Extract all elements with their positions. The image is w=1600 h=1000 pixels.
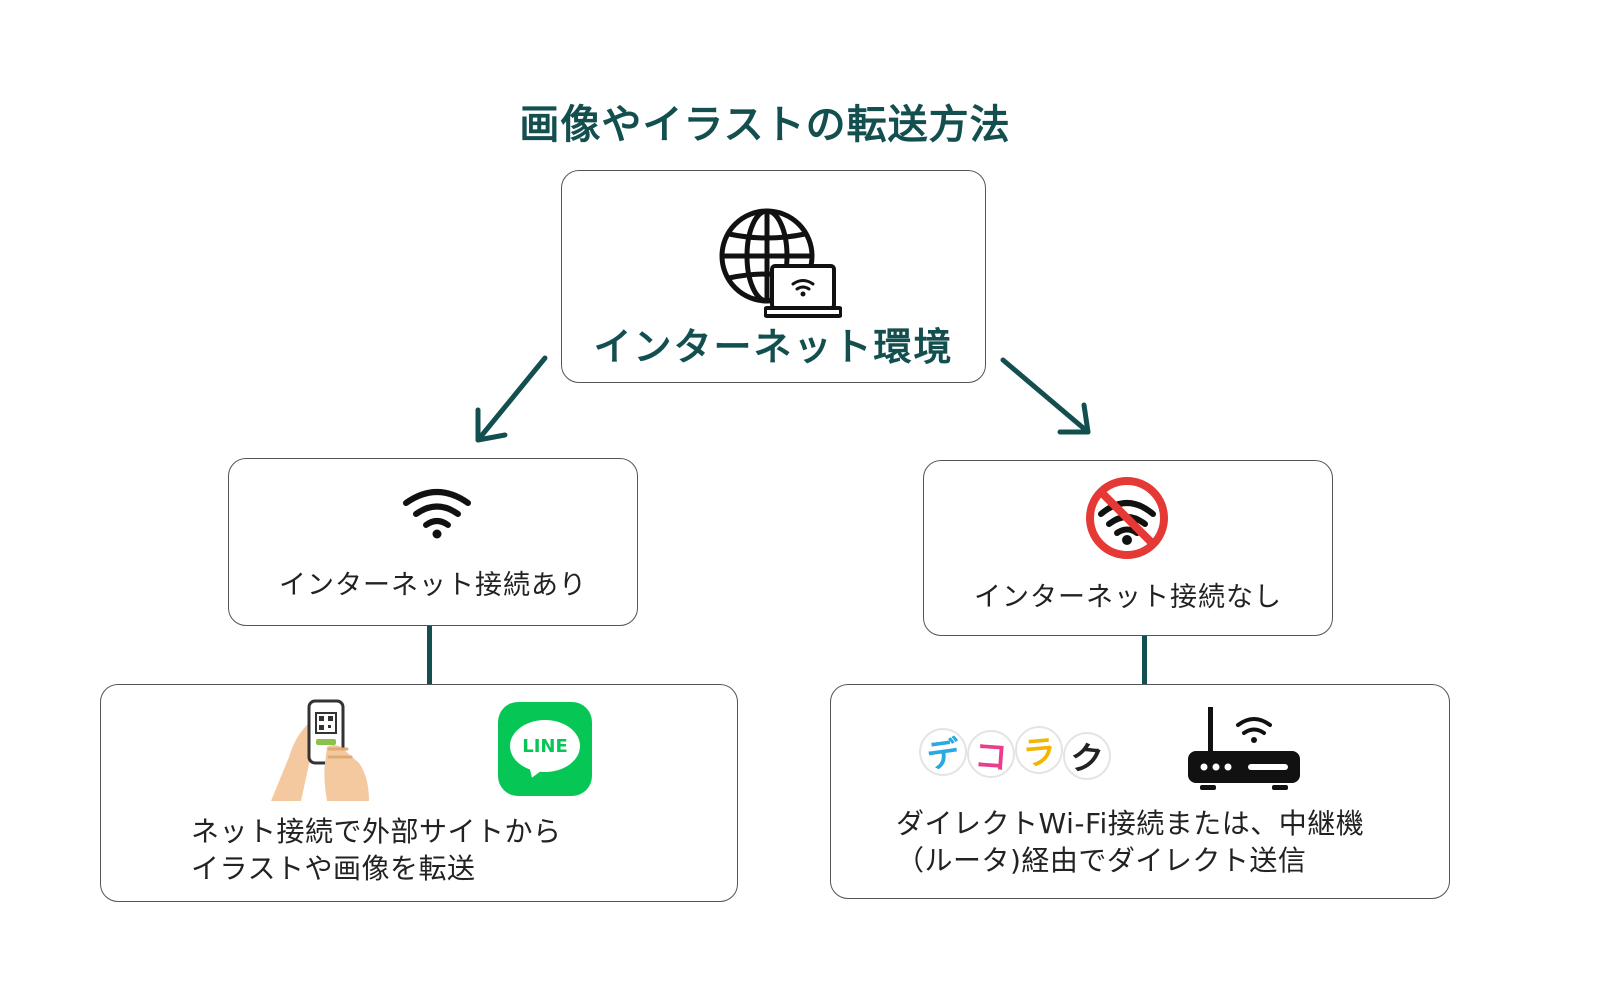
arrow-left (475, 355, 548, 443)
decoraku-char-2: コ (967, 730, 1015, 778)
decoraku-char-3: ラ (1015, 726, 1063, 774)
offline-method-line-2: （ルータ)経由でダイレクト送信 (896, 844, 1307, 877)
online-method-box: LINE ネット接続で外部サイトから イラストや画像を転送 (100, 684, 738, 902)
connector-right (1142, 636, 1147, 684)
online-method-text: ネット接続で外部サイトから イラストや画像を転送 (191, 813, 562, 887)
online-method-line-1: ネット接続で外部サイトから (191, 815, 562, 848)
internet-environment-box: インターネット環境 (561, 170, 986, 383)
online-box: インターネット接続あり (228, 458, 638, 626)
internet-environment-label: インターネット環境 (593, 324, 954, 369)
line-logo: LINE (498, 702, 592, 796)
offline-method-text: ダイレクトWi-Fi接続または、中継機 （ルータ)経由でダイレクト送信 (896, 805, 1364, 879)
no-wifi-icon (1086, 477, 1168, 559)
online-method-line-2: イラストや画像を転送 (191, 852, 476, 885)
offline-method-box: デ コ ラ ク ダイレクトWi-Fi接続または、中継機 （ルータ)経由でダイレク… (830, 684, 1450, 899)
wifi-icon (403, 489, 471, 539)
decoraku-char-4: ク (1062, 731, 1112, 781)
laptop-icon (764, 264, 842, 318)
router-icon (1188, 707, 1300, 790)
decoraku-char-1: デ (918, 727, 968, 777)
line-logo-text: LINE (510, 720, 580, 772)
phone-qr-icon (271, 699, 369, 801)
offline-label: インターネット接続なし (974, 582, 1282, 613)
online-label: インターネット接続あり (279, 570, 587, 601)
offline-box: インターネット接続なし (923, 460, 1333, 636)
arrow-right (1000, 357, 1091, 435)
connector-left (427, 626, 432, 684)
page-title: 画像やイラストの転送方法 (519, 101, 1011, 148)
offline-method-line-1: ダイレクトWi-Fi接続または、中継機 (896, 807, 1365, 840)
wifi-icon (791, 279, 815, 291)
